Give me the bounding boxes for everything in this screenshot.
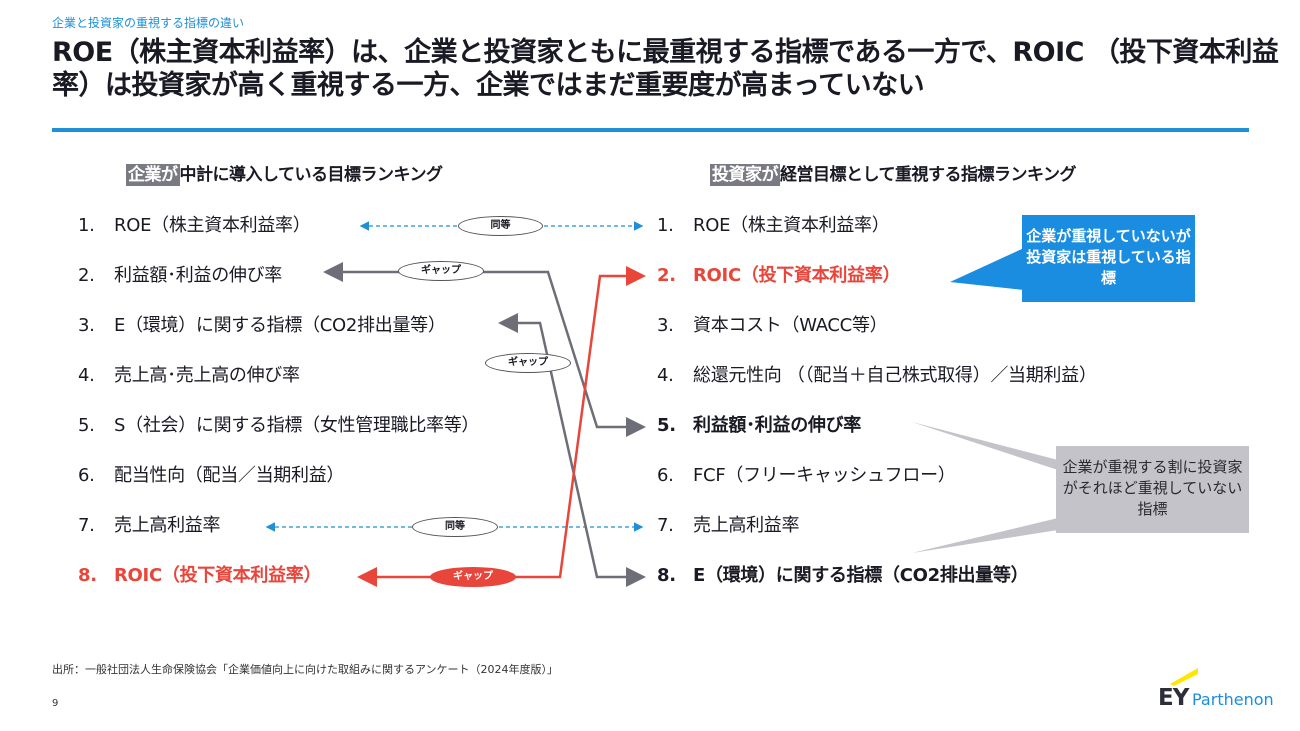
item-label: 売上高利益率 [693, 515, 800, 536]
callout-company-focus: 企業が重視する割に投資家がそれほど重視していない指標 [1056, 446, 1249, 533]
section-kicker: 企業と投資家の重視する指標の違い [52, 16, 245, 30]
item-label: 売上高･売上高の伸び率 [114, 365, 300, 386]
rank-number: 3. [657, 315, 674, 336]
list-item: 8. E（環境）に関する指標（CO2排出量等） [657, 564, 1029, 588]
logo-beam-icon [1170, 668, 1198, 686]
list-item: 1. ROE（株主資本利益率） [657, 214, 890, 238]
heading-text: 中計に導入している目標ランキング [179, 165, 443, 185]
list-item-highlight: 2. ROIC（投下資本利益率） [657, 264, 900, 288]
item-label: 配当性向（配当／当期利益） [114, 465, 345, 486]
rank-number: 4. [78, 365, 95, 386]
item-label: E（環境）に関する指標（CO2排出量等） [693, 565, 1029, 586]
item-label: 売上高利益率 [114, 515, 221, 536]
gap-pill: ギャップ [485, 353, 571, 373]
item-label: ROE（株主資本利益率） [693, 215, 890, 236]
list-item: 7. 売上高利益率 [657, 514, 800, 538]
equal-pill: 同等 [458, 216, 543, 236]
rank-number: 1. [78, 215, 95, 236]
right-column-heading: 投資家が経営目標として重視する指標ランキング [710, 160, 1076, 186]
item-label: 利益額･利益の伸び率 [693, 415, 861, 436]
gap-pill: ギャップ [398, 261, 484, 281]
callout-investor-focus: 企業が重視していないが投資家は重視している指標 [1022, 215, 1195, 302]
callout-blue-pointer [950, 248, 1024, 290]
callout-gray-pointer [912, 422, 1058, 470]
list-item: 5. S（社会）に関する指標（女性管理職比率等） [78, 414, 479, 438]
rank-number: 8. [78, 565, 97, 586]
list-item: 4. 総還元性向 （（配当＋自己株式取得）／当期利益） [657, 364, 1097, 388]
rank-number: 6. [78, 465, 95, 486]
item-label: 利益額･利益の伸び率 [114, 265, 282, 286]
list-item-highlight: 8. ROIC（投下資本利益率） [78, 564, 321, 588]
rank-number: 4. [657, 365, 674, 386]
callout-gray-pointer [912, 518, 1058, 553]
logo-name: Parthenon [1192, 690, 1274, 709]
list-item: 2. 利益額･利益の伸び率 [78, 264, 282, 288]
item-label: 総還元性向 （（配当＋自己株式取得）／当期利益） [693, 365, 1097, 386]
item-label: ROIC（投下資本利益率） [693, 265, 901, 286]
page-title: ROE（株主資本利益率）は、企業と投資家ともに最重視する指標である一方で、ROI… [52, 37, 1279, 101]
item-label: S（社会）に関する指標（女性管理職比率等） [114, 415, 480, 436]
heading-text: 経営目標として重視する指標ランキング [780, 165, 1076, 185]
list-item: 5. 利益額･利益の伸び率 [657, 414, 861, 438]
page-number: 9 [52, 698, 59, 709]
ey-parthenon-logo: EY Parthenon [1158, 668, 1278, 713]
rank-number: 5. [657, 415, 676, 436]
left-column-heading: 企業が中計に導入している目標ランキング [126, 160, 443, 186]
list-item: 1. ROE（株主資本利益率） [78, 214, 311, 238]
list-item: 3. E（環境）に関する指標（CO2排出量等） [78, 314, 446, 338]
item-label: 資本コスト（WACC等） [693, 315, 888, 336]
rank-number: 8. [657, 565, 676, 586]
title-divider [52, 128, 1249, 132]
rank-number: 1. [657, 215, 674, 236]
equal-pill: 同等 [412, 517, 498, 537]
item-label: FCF（フリーキャッシュフロー） [693, 465, 956, 486]
gap-pill-highlight: ギャップ [430, 567, 516, 587]
item-label: ROE（株主資本利益率） [114, 215, 311, 236]
list-item: 3. 資本コスト（WACC等） [657, 314, 888, 338]
item-label: E（環境）に関する指標（CO2排出量等） [114, 315, 446, 336]
rank-number: 3. [78, 315, 95, 336]
heading-highlight: 企業が [126, 164, 180, 186]
list-item: 7. 売上高利益率 [78, 514, 221, 538]
gap-line-profit [323, 262, 646, 437]
heading-highlight: 投資家が [710, 164, 780, 186]
rank-number: 2. [657, 265, 676, 286]
list-item: 6. FCF（フリーキャッシュフロー） [657, 464, 956, 488]
rank-number: 2. [78, 265, 95, 286]
source-note: 出所：一般社団法人生命保険協会「企業価値向上に向けた取組みに関するアンケート（2… [52, 663, 559, 676]
rank-number: 7. [78, 515, 95, 536]
list-item: 6. 配当性向（配当／当期利益） [78, 464, 344, 488]
list-item: 4. 売上高･売上高の伸び率 [78, 364, 300, 388]
item-label: ROIC（投下資本利益率） [114, 565, 322, 586]
rank-number: 6. [657, 465, 674, 486]
rank-number: 7. [657, 515, 674, 536]
rank-number: 5. [78, 415, 95, 436]
logo-ey: EY [1158, 685, 1189, 711]
